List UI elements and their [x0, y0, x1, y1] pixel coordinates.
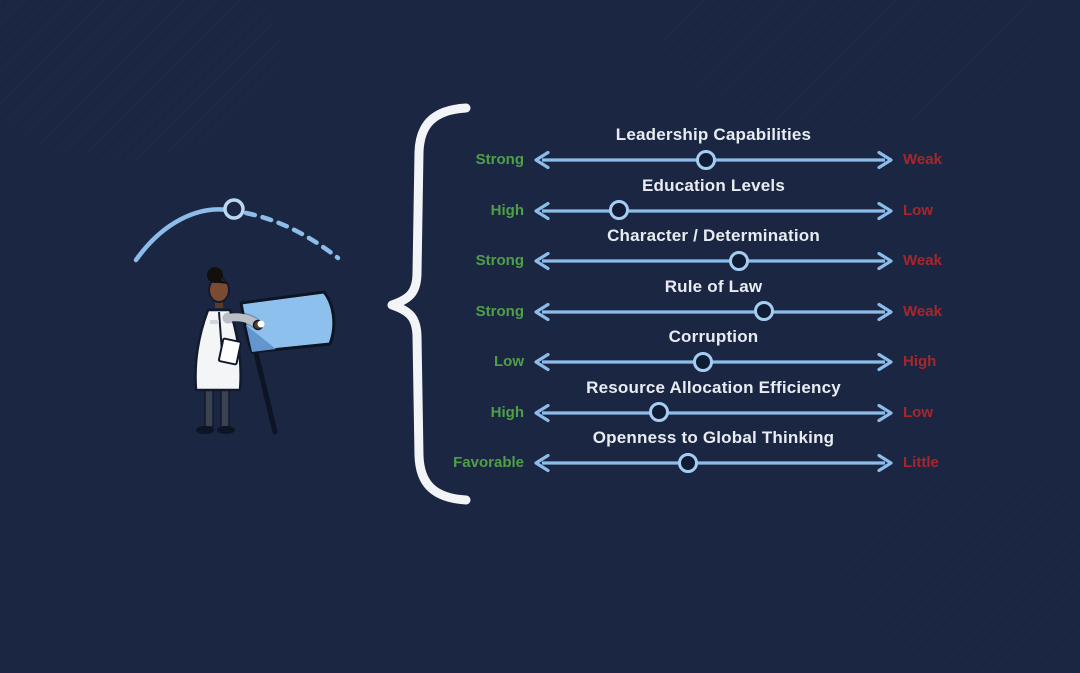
double-arrow-track [534, 403, 893, 422]
scale-left-label: Strong [475, 252, 524, 269]
person-hair [210, 279, 228, 284]
slider-track [532, 450, 895, 476]
double-arrow-track [534, 453, 893, 473]
scale-right-label: Weak [903, 151, 942, 168]
slider-track [532, 400, 895, 426]
slider-knob[interactable] [649, 402, 670, 422]
left-arrowhead-icon [534, 201, 550, 220]
left-arrowhead-icon [534, 150, 550, 170]
scale-openness-to-global-thinking: Openness to Global Thinking Favorable Li… [438, 426, 983, 476]
person-hair-bun [207, 267, 223, 283]
slider-knob[interactable] [754, 301, 775, 321]
right-arrowhead-icon [877, 453, 893, 473]
scale-title: Corruption [668, 327, 759, 346]
scale-left-label: Low [494, 353, 524, 370]
scale-title: Leadership Capabilities [615, 125, 812, 144]
right-arrowhead-icon [877, 201, 893, 220]
right-arrowhead-icon [877, 251, 893, 271]
scale-left-label: Favorable [453, 454, 524, 471]
scale-corruption: Corruption Low High [438, 325, 983, 375]
person-labcoat [194, 308, 242, 392]
clipboard [217, 337, 242, 366]
background-texture [660, 0, 1040, 130]
slider-track [532, 147, 895, 173]
slider-track [532, 349, 895, 375]
slider-track [532, 299, 895, 325]
slider-knob[interactable] [609, 200, 630, 220]
scale-title: Resource Allocation Efficiency [586, 377, 841, 397]
double-arrow-track [534, 302, 893, 321]
scientist-planting-flag-illustration [133, 198, 341, 435]
scale-title: Rule of Law [664, 276, 763, 296]
scale-left-label: Strong [475, 302, 524, 320]
trajectory-arc-dashed [243, 210, 341, 261]
pin-highlight [257, 320, 265, 328]
person-shoe [217, 426, 235, 434]
person [194, 267, 265, 434]
person-arm [224, 313, 259, 327]
scale-right-label: Weak [903, 252, 942, 269]
scale-right-label: Weak [903, 302, 942, 320]
person-leg [204, 386, 214, 428]
factor-scales: Leadership Capabilities Strong Weak Educ… [438, 123, 983, 477]
double-arrow-track [534, 201, 893, 220]
slider-knob[interactable] [696, 149, 717, 170]
scale-right-label: Little [903, 454, 939, 471]
peak-point-circle-icon [223, 198, 245, 220]
slider-track [532, 248, 895, 274]
scale-left-label: High [490, 403, 524, 421]
right-arrowhead-icon [877, 403, 893, 422]
scale-character-determination: Character / Determination Strong Weak [438, 224, 983, 274]
scale-resource-allocation-efficiency: Resource Allocation Efficiency High Low [438, 376, 983, 426]
scale-education-levels: Education Levels High Low [438, 174, 983, 224]
scale-title: Education Levels [641, 175, 786, 195]
person-shoe [196, 426, 214, 434]
left-arrowhead-icon [534, 352, 550, 372]
scale-title: Character / Determination [607, 226, 820, 245]
left-arrowhead-icon [534, 302, 550, 321]
flag-shade [246, 325, 276, 352]
slider-track [532, 198, 895, 224]
background-texture [0, 0, 280, 160]
slider-knob[interactable] [692, 351, 713, 372]
trajectory-arc-solid [133, 207, 231, 263]
left-arrowhead-icon [534, 453, 550, 473]
right-arrowhead-icon [877, 352, 893, 372]
right-arrowhead-icon [877, 150, 893, 170]
background-texture [840, 473, 1080, 673]
scale-left-label: High [490, 201, 524, 219]
curly-brace-glyph [387, 103, 471, 505]
double-arrow-track [534, 352, 893, 372]
scale-title: Openness to Global Thinking [592, 428, 835, 447]
scale-right-label: Low [903, 201, 933, 219]
scale-left-label: Strong [475, 151, 524, 168]
person-arm-outline [222, 311, 261, 329]
slider-knob[interactable] [678, 452, 699, 473]
coat-pocket [210, 320, 219, 324]
double-arrow-track [534, 251, 893, 271]
person-leg [220, 386, 230, 428]
scale-right-label: High [903, 353, 937, 370]
slider-knob[interactable] [728, 250, 749, 271]
scale-leadership-capabilities: Leadership Capabilities Strong Weak [438, 123, 983, 173]
scale-rule-of-law: Rule of Law Strong Weak [438, 275, 983, 325]
scale-right-label: Low [903, 403, 933, 421]
left-arrowhead-icon [534, 403, 550, 422]
left-arrowhead-icon [534, 251, 550, 271]
right-arrowhead-icon [877, 302, 893, 321]
